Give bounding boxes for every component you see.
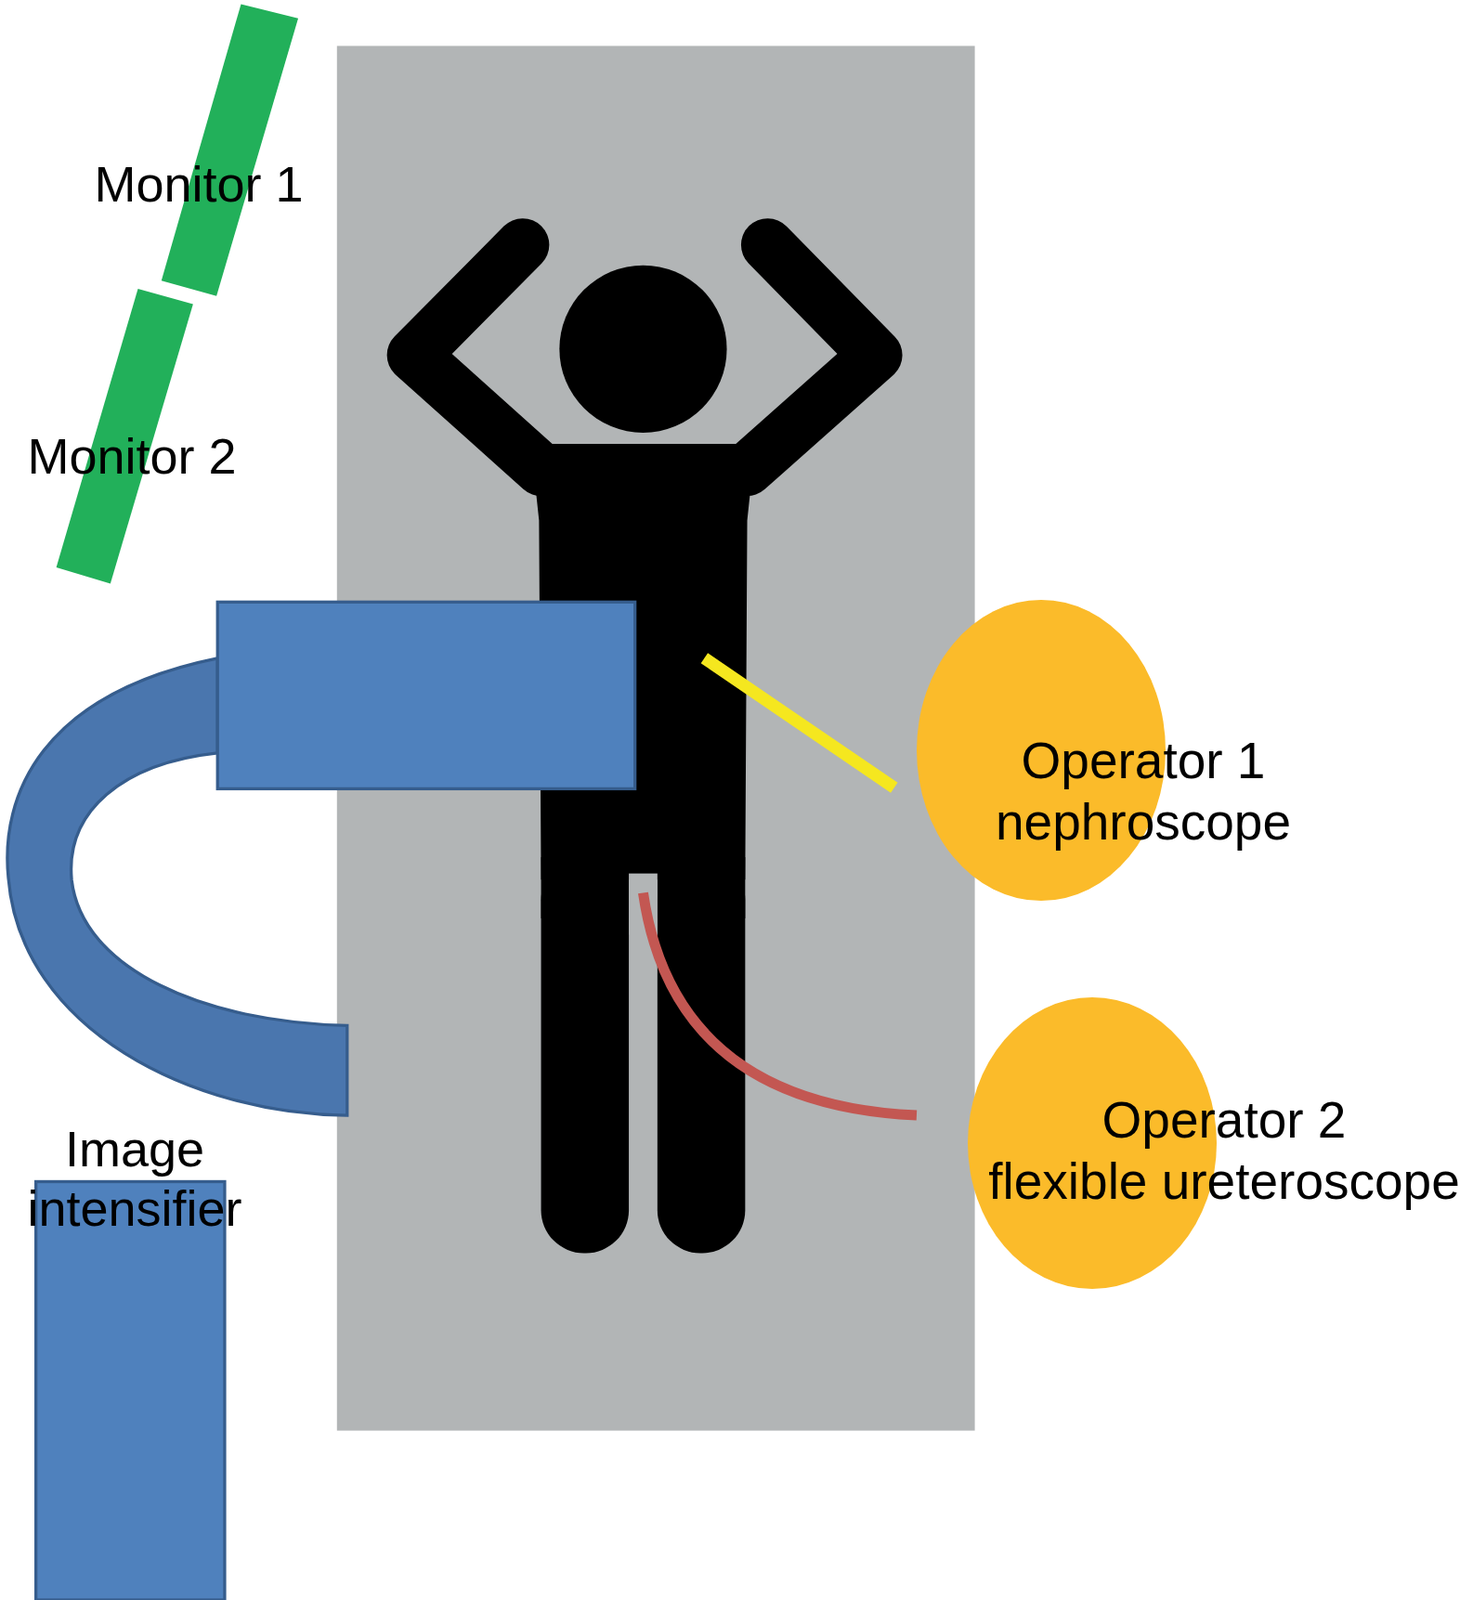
instrument-name: flexible ureteroscope [988,1150,1460,1213]
ureteroscope-line [642,892,916,1116]
equipment-label: Image intensifier [18,1119,251,1239]
operator-name: Operator 2 [988,1089,1460,1151]
operator-text: Operator 2flexible ureteroscope [988,1089,1460,1213]
operator-name: Operator 1 [995,729,1291,792]
operator-text: Operator 1nephroscope [995,729,1291,853]
operator-ellipse: Operator 1nephroscope [910,594,1310,911]
monitor-label: Monitor 1 [59,154,339,214]
monitor-label: Monitor 2 [11,426,253,486]
monitor-screen [161,3,299,296]
instrument-name: nephroscope [995,791,1291,853]
nephroscope-line [703,658,894,789]
c-arm [7,601,636,1600]
operator-ellipse: Operator 2flexible ureteroscope [961,993,1468,1291]
